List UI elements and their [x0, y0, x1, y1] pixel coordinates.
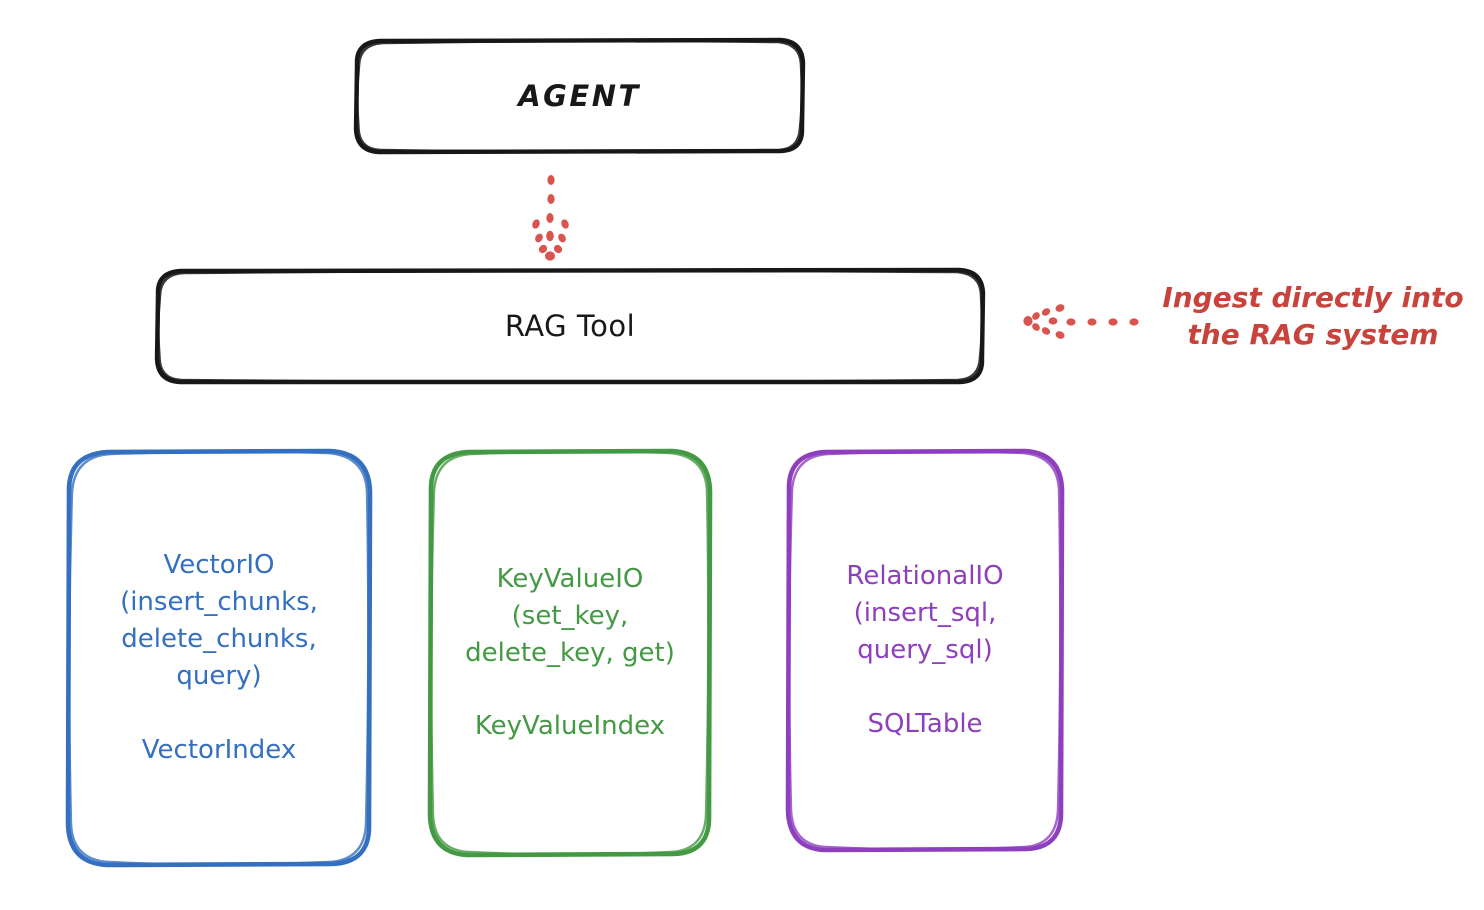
vector-io-node[interactable]: VectorIO (insert_chunks, delete_chunks, …	[68, 451, 370, 865]
rag-tool-node-label: RAG Tool	[504, 308, 636, 343]
agent-node[interactable]: AGENT	[356, 40, 803, 152]
rag-tool-node[interactable]: RAG Tool	[157, 270, 983, 382]
agent-to-rag-tool-arrow	[532, 175, 569, 261]
relational-io-node-label: RelationalIO (insert_sql, query_sql) SQL…	[846, 561, 1004, 739]
relational-io-node[interactable]: RelationalIO (insert_sql, query_sql) SQL…	[788, 451, 1062, 850]
keyvalue-io-node-label: KeyValueIO (set_key, delete_key, get) Ke…	[465, 563, 675, 742]
agent-node-label: AGENT	[518, 78, 641, 113]
keyvalue-io-node[interactable]: KeyValueIO (set_key, delete_key, get) Ke…	[430, 451, 710, 855]
vector-io-node-label: VectorIO (insert_chunks, delete_chunks, …	[120, 550, 318, 765]
ingest-annotation-text: Ingest directly into the RAG system	[1162, 281, 1464, 351]
ingest-annotation-arrow	[1023, 304, 1139, 339]
